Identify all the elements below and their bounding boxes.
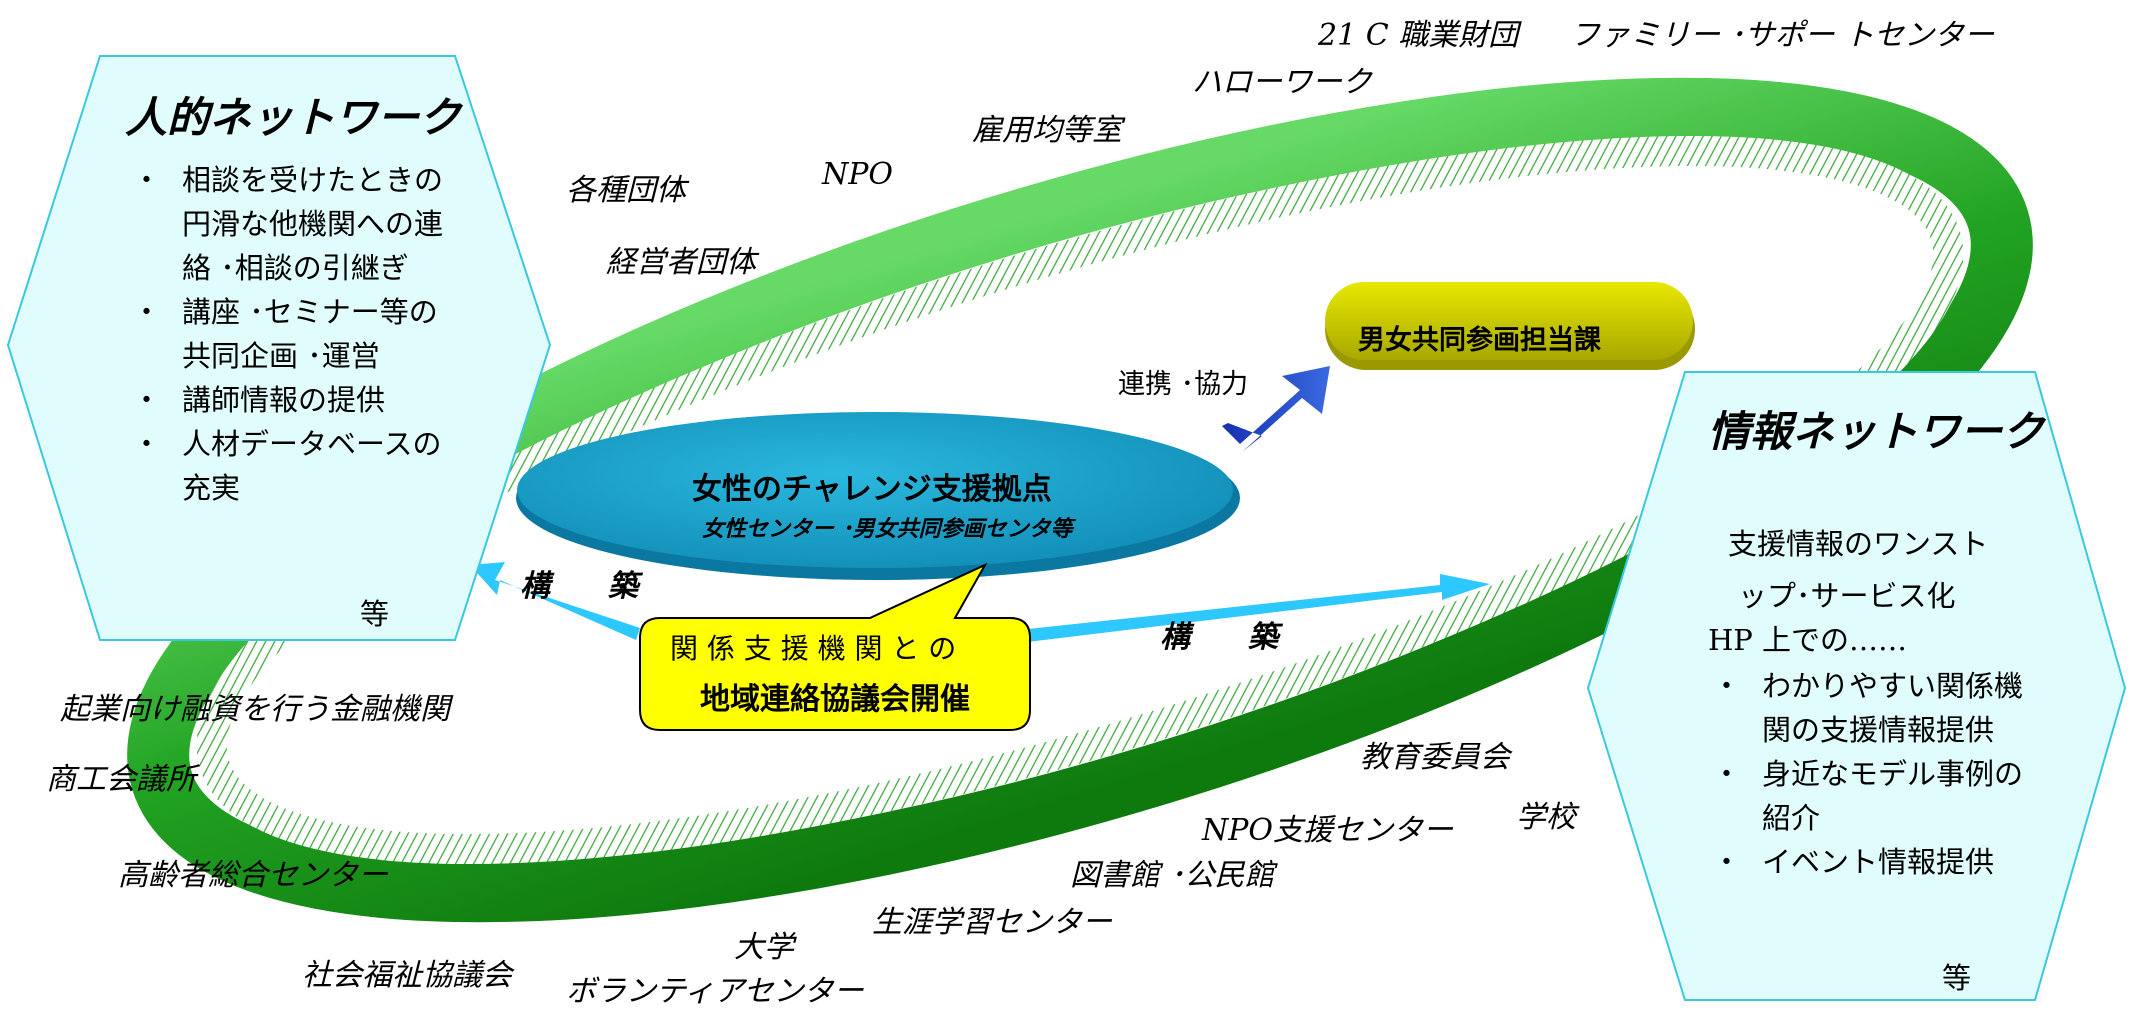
hn-item: 相談を受けたときの円滑な他機関への連絡 ･相談の引継ぎ xyxy=(132,158,462,290)
org-npo: NPO xyxy=(822,157,894,192)
human-network-list: 相談を受けたときの円滑な他機関への連絡 ･相談の引継ぎ講座 ･セミナー等の共同企… xyxy=(132,158,462,510)
callout-line1: 関 係 支 援 機 関 と の xyxy=(670,632,957,665)
hn-item: 人材データベースの充実 xyxy=(132,422,462,510)
in-item: イベント情報提供 xyxy=(1712,840,2042,884)
org-npo-support-prefix: NPO xyxy=(1202,813,1274,848)
org-chamber: 商工会議所 xyxy=(46,762,196,797)
hn-item: 講師情報の提供 xyxy=(132,378,462,422)
dept-label: 男女共同参画担当課 xyxy=(1358,325,1601,356)
human-network-title: 人的ネットワーク xyxy=(125,93,462,142)
callout-line2: 地域連絡協議会開催 xyxy=(700,682,970,717)
info-network-etc: 等 xyxy=(1942,961,1972,995)
hub-node xyxy=(516,412,1240,580)
org-employer-groups: 経営者団体 xyxy=(606,245,756,280)
org-volunteer: ボランティアセンター xyxy=(566,974,864,1009)
org-various-groups: 各種団体 xyxy=(566,173,686,208)
human-network-etc: 等 xyxy=(360,597,390,631)
org-family-support: ファミリー ･サポー トセンター xyxy=(1570,18,1995,53)
org-library: 図書館 ･公民館 xyxy=(1070,858,1275,893)
info-intro-line1: 支援情報のワンスト xyxy=(1728,527,1989,561)
callout-bubble xyxy=(639,562,1031,731)
org-21c: 21 C 職業財団 xyxy=(1318,18,1519,53)
info-network-list: わかりやすい関係機関の支援情報提供身近なモデル事例の紹介イベント情報提供 xyxy=(1712,664,2042,884)
info-hp-line: HP 上での…… xyxy=(1708,623,1908,657)
org-lifelong-learning: 生涯学習センター xyxy=(872,905,1112,940)
cooperation-arrow xyxy=(1222,366,1330,452)
build-arrow-left xyxy=(470,562,640,640)
build-arrow-right xyxy=(1000,574,1490,645)
org-finance: 起業向け融資を行う金融機関 xyxy=(60,692,450,727)
org-npo-support: NPO支援センター xyxy=(1202,805,1453,849)
org-education-board: 教育委員会 xyxy=(1360,740,1510,775)
org-social-welfare: 社会福祉協議会 xyxy=(302,958,512,993)
ring-outer-band xyxy=(127,77,2033,923)
in-item: 身近なモデル事例の紹介 xyxy=(1712,752,2042,840)
info-network-title: 情報ネットワーク xyxy=(1708,407,2045,456)
info-intro-line2: ップ･サービス化 xyxy=(1738,579,1956,613)
dept-node xyxy=(1325,282,1695,370)
org-equal-employment: 雇用均等室 xyxy=(972,113,1122,148)
build-label-left: 構 築 xyxy=(520,569,652,604)
org-elderly-center: 高齢者総合センター xyxy=(118,858,388,893)
hn-item: 講座 ･セミナー等の共同企画 ･運営 xyxy=(132,290,462,378)
ring-hatched-band xyxy=(196,135,1964,865)
network-ring xyxy=(127,77,2033,923)
build-label-right: 構 築 xyxy=(1160,620,1292,655)
org-school: 学校 xyxy=(1516,800,1576,835)
link-label: 連携 ･協力 xyxy=(1118,369,1249,400)
org-university: 大学 xyxy=(734,930,794,965)
org-hello-work: ハローワーク xyxy=(1192,65,1372,100)
hub-subtitle: 女性センター ･男女共同参画センタ等 xyxy=(702,517,1073,542)
org-npo-support-suffix: 支援センター xyxy=(1273,813,1454,848)
in-item: わかりやすい関係機関の支援情報提供 xyxy=(1712,664,2042,752)
hub-title: 女性のチャレンジ支援拠点 xyxy=(692,472,1052,507)
